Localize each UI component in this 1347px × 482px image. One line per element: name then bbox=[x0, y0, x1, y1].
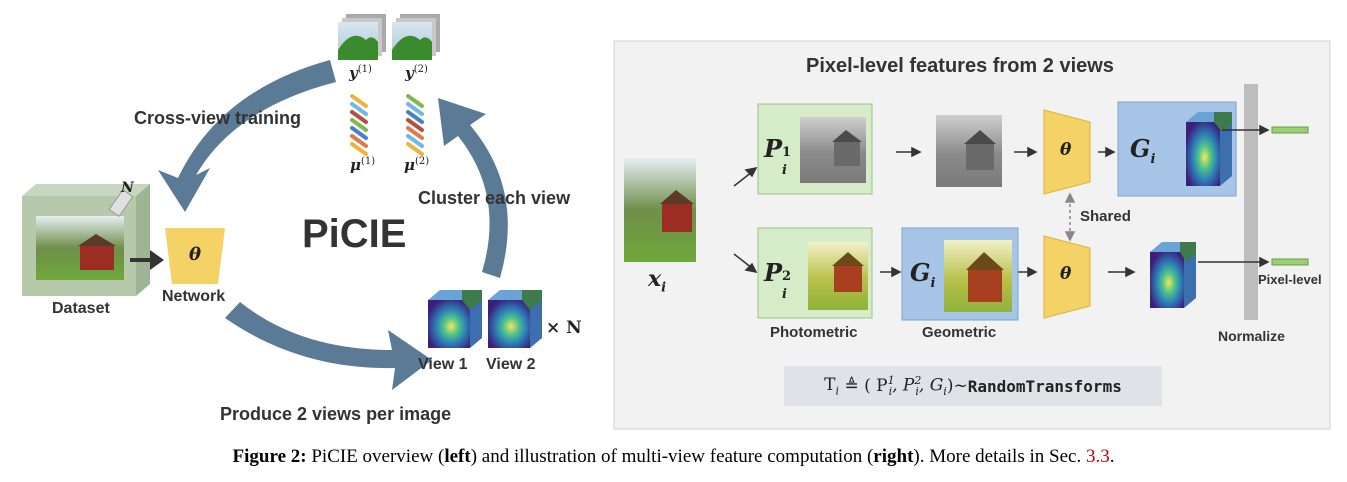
y2-label: y(2) bbox=[405, 64, 428, 82]
theta-bottom: θ bbox=[1060, 264, 1072, 284]
network-label: Network bbox=[162, 288, 226, 305]
mu1-label: μ(1) bbox=[350, 156, 376, 174]
figure-caption: Figure 2: PiCIE overview (left) and illu… bbox=[232, 446, 1115, 467]
mu2-label: μ(2) bbox=[404, 156, 430, 174]
p2-label: P 2 i bbox=[764, 258, 792, 302]
network-theta: θ bbox=[189, 244, 202, 265]
dataset-stack bbox=[22, 184, 150, 296]
theta-top-shape bbox=[1043, 109, 1091, 195]
g-top-label: Gi bbox=[1130, 134, 1156, 167]
view2-label: View 2 bbox=[486, 356, 536, 373]
cluster-each-label: Cluster each view bbox=[418, 188, 571, 208]
normalize-label: Normalize bbox=[1218, 328, 1285, 344]
view-cubes bbox=[428, 290, 542, 348]
theta-top: θ bbox=[1060, 140, 1072, 160]
view-images-top bbox=[338, 14, 440, 60]
branch-arrows bbox=[733, 166, 758, 274]
photometric-label: Photometric bbox=[770, 324, 858, 341]
shared-label: Shared bbox=[1080, 208, 1131, 225]
cross-view-label: Cross-view training bbox=[134, 108, 302, 128]
output-feature-bottom bbox=[1271, 258, 1309, 266]
x-i-label: xi bbox=[648, 266, 667, 296]
right-panel-title: Pixel-level features from 2 views bbox=[806, 55, 1114, 77]
picie-title: PiCIE bbox=[302, 212, 407, 256]
network-trapezoid bbox=[165, 228, 225, 284]
output-feature-top bbox=[1271, 126, 1309, 134]
p1-label: P 1 i bbox=[764, 134, 792, 178]
theta-bottom-shape bbox=[1043, 235, 1091, 319]
feature-strips bbox=[350, 94, 424, 156]
view1-label: View 1 bbox=[418, 356, 468, 373]
random-transforms-formula: Ti ≜ ( P 1i, P2i, Gi )~RandomTransforms bbox=[784, 366, 1162, 406]
cycle-arrows bbox=[158, 60, 508, 390]
normalize-bar bbox=[1244, 84, 1258, 320]
figure-artwork bbox=[22, 14, 1331, 430]
dataset-label: Dataset bbox=[52, 300, 110, 317]
geometric-label: Geometric bbox=[922, 324, 997, 341]
dataset-to-network-arrow bbox=[130, 250, 164, 270]
g-bottom-label: Gi bbox=[910, 258, 936, 291]
y1-label: y(1) bbox=[349, 64, 372, 82]
produce-views-label: Produce 2 views per image bbox=[220, 404, 452, 424]
dataset-n: N bbox=[121, 180, 134, 196]
shared-arrow bbox=[1064, 192, 1076, 242]
views-times-n: × N bbox=[546, 318, 582, 338]
section-ref-link[interactable]: 3.3 bbox=[1085, 446, 1110, 467]
pixel-level-label: Pixel-level bbox=[1258, 272, 1322, 287]
input-image bbox=[624, 158, 696, 262]
